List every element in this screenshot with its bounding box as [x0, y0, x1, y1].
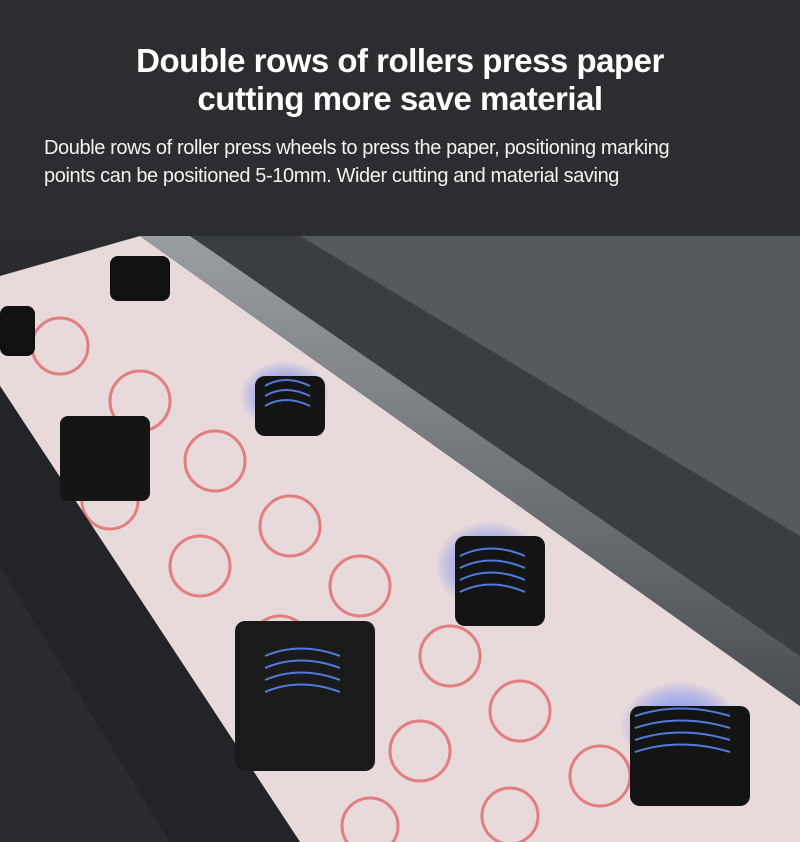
description-line-1: Double rows of roller press wheels to pr…	[44, 137, 670, 159]
page-title: Double rows of rollers press paper cutti…	[0, 42, 800, 118]
sticker-paper	[0, 236, 800, 842]
title-line-2: cutting more save material	[197, 80, 603, 117]
header-banner: Double rows of rollers press paper cutti…	[0, 0, 800, 236]
description: Double rows of roller press wheels to pr…	[44, 134, 784, 190]
pinch-roller	[0, 256, 170, 501]
title-line-1: Double rows of rollers press paper	[136, 42, 664, 79]
description-line-2: points can be positioned 5-10mm. Wider c…	[44, 165, 620, 187]
product-photo-rollers	[0, 236, 800, 842]
spring-coils	[264, 379, 731, 753]
